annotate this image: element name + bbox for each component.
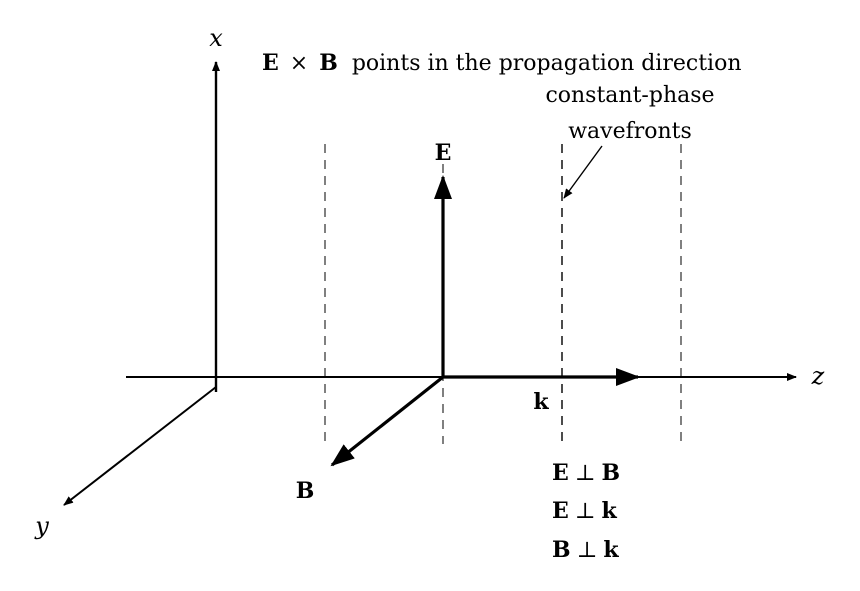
- propagation-note-rest: points in the propagation direction: [345, 51, 742, 76]
- wavefront-note-line1: constant-phase: [545, 83, 714, 108]
- y-axis-label: y: [34, 512, 49, 540]
- wavefront-note-line2: wavefronts: [568, 119, 692, 144]
- propagation-note-e: E: [262, 50, 279, 76]
- relation-e-perp-b: E⊥B: [552, 460, 620, 486]
- propagation-note-b: B: [319, 50, 338, 76]
- relation-e-perp-k: E⊥k: [552, 498, 617, 524]
- y-axis: [63, 386, 217, 506]
- b-vector: [330, 375, 444, 467]
- b-vector-label: B: [296, 478, 315, 504]
- x-axis-label: x: [209, 24, 223, 52]
- z-axis-label: z: [811, 362, 825, 390]
- propagation-note-times: ×: [290, 51, 308, 76]
- relation-b-perp-k: B⊥k: [552, 537, 619, 563]
- e-vector-label: E: [435, 140, 452, 166]
- k-vector-label: k: [533, 389, 549, 415]
- wavefront-pointer-arrow: [563, 145, 603, 199]
- propagation-note: E × B points in the propagation directio…: [262, 50, 742, 76]
